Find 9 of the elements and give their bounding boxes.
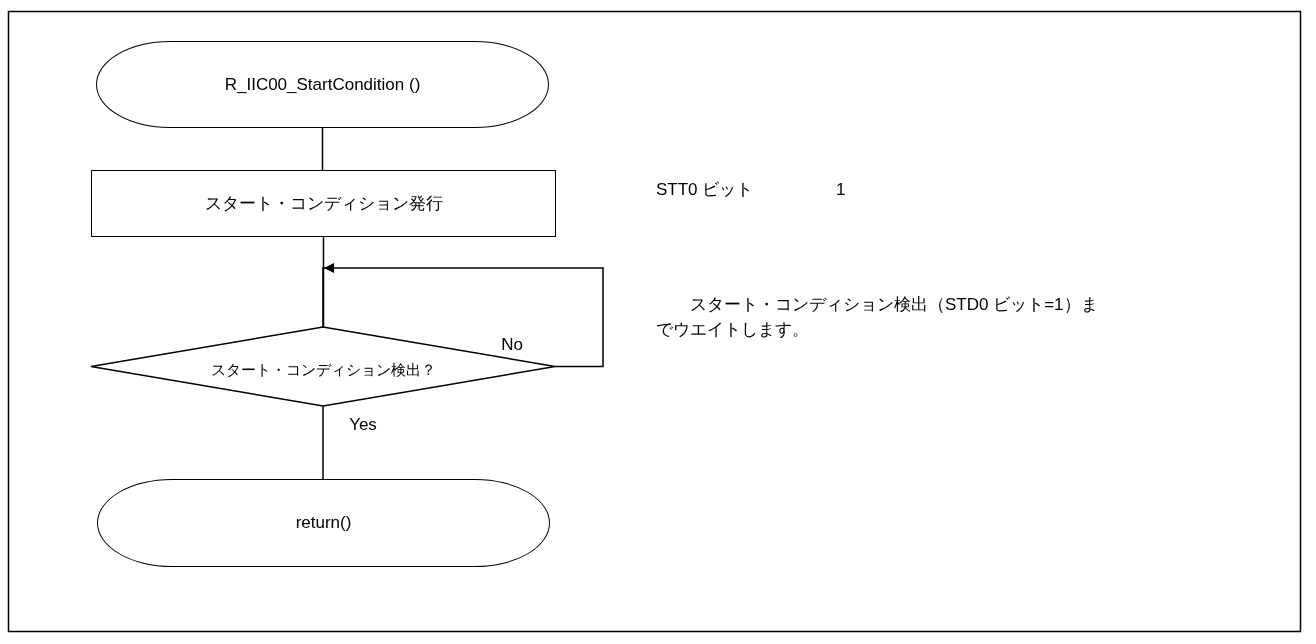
process-box xyxy=(91,170,556,237)
node-text: スタート・コンディション検出？ xyxy=(210,361,436,380)
note-text: 1 xyxy=(836,179,846,201)
decision-diamond xyxy=(91,327,555,406)
node-text: R_IIC00_StartCondition () xyxy=(224,74,421,95)
note-text: STT0 ビット xyxy=(656,179,754,201)
note-text: スタート・コンディション検出（STD0 ビット=1）までウエイトします。 xyxy=(656,294,1099,341)
node-text: スタート・コンディション発行 xyxy=(204,193,443,215)
node-text: return() xyxy=(295,513,352,533)
